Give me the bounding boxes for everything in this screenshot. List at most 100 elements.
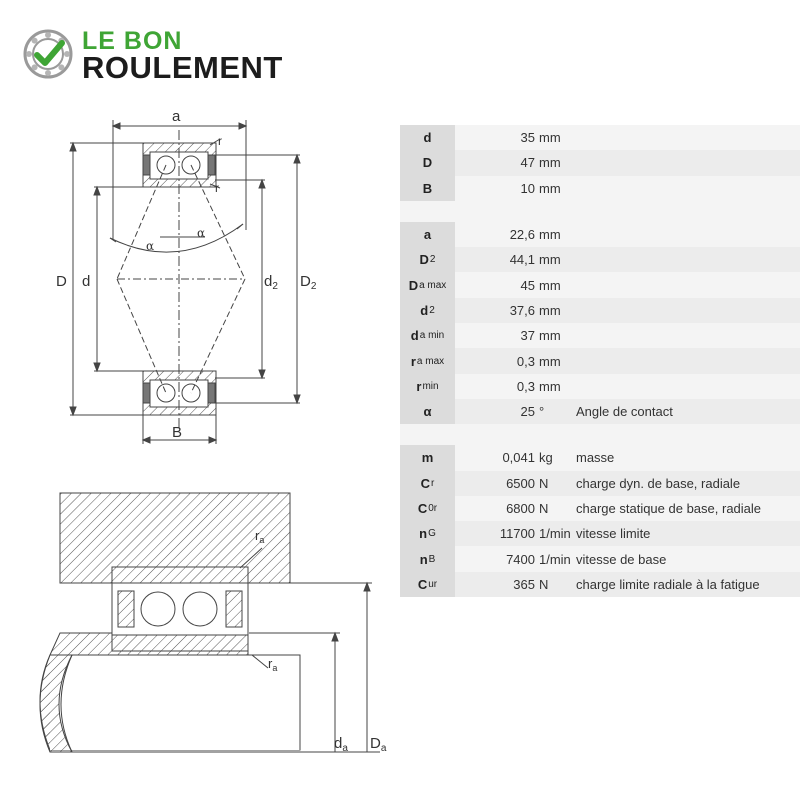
spec-unit: N <box>539 475 549 491</box>
label-alpha-left: α <box>146 239 154 253</box>
spec-unit: mm <box>539 155 561 171</box>
brand-logo[interactable]: LE BON ROULEMENT <box>22 24 312 86</box>
table-section-spacer <box>400 424 800 446</box>
label-ra-bottom: ra <box>268 656 277 673</box>
brand-name-line2: ROULEMENT <box>82 50 283 85</box>
spec-description: vitesse de base <box>576 551 667 567</box>
spec-description: charge statique de base, radiale <box>576 501 762 516</box>
spec-symbol: α <box>400 398 455 425</box>
ball <box>140 591 176 627</box>
spec-description: masse <box>576 450 615 466</box>
spec-value: 6500 <box>506 475 535 491</box>
spec-unit: mm <box>539 252 561 268</box>
spec-value: 11700 <box>499 526 535 542</box>
brand-name-line1: LE BON <box>82 27 183 55</box>
spec-value: 37 <box>520 328 535 344</box>
spec-unit: mm <box>539 378 561 394</box>
label-d2: d2 <box>264 273 278 292</box>
spec-description: vitesse limite <box>576 526 651 542</box>
spec-unit: mm <box>539 328 561 344</box>
ball <box>182 591 218 627</box>
spec-description: charge dyn. de base, radiale <box>576 475 741 491</box>
spec-unit: ° <box>539 404 545 420</box>
spec-unit: mm <box>539 302 561 318</box>
label-a: a <box>172 108 181 125</box>
spec-unit: N <box>539 576 549 592</box>
spec-symbol: d <box>400 125 455 151</box>
spec-value: 22,6 <box>509 227 535 243</box>
spec-unit: N <box>539 501 549 516</box>
table-row: α 25° Angle de contact <box>400 398 800 425</box>
label-Da: Da <box>370 735 387 754</box>
label-da: da <box>334 735 348 754</box>
label-d: d <box>82 273 90 290</box>
spec-value: 7400 <box>506 551 535 567</box>
spec-value: 0,041 <box>502 450 535 466</box>
label-r-top: r <box>218 134 222 148</box>
spec-symbol: D <box>400 150 455 176</box>
label-r-mid: r <box>215 181 219 195</box>
spec-value: 0,3 <box>516 353 535 369</box>
table-section-spacer <box>400 200 800 222</box>
spec-unit: mm <box>539 353 561 369</box>
bearing-technical-drawing: a D d d2 D2 B r r α α ra ra da Da <box>39 108 387 754</box>
spec-value: 6800 <box>506 501 535 516</box>
spec-value: 44,1 <box>509 252 535 268</box>
label-D: D <box>56 273 67 290</box>
label-ra-top: ra <box>255 528 264 545</box>
spec-symbol: B <box>400 175 455 201</box>
spec-description: charge limite radiale à la fatigue <box>576 576 760 592</box>
spec-unit: mm <box>539 180 561 196</box>
spec-value: 0,3 <box>516 378 535 394</box>
spec-value: 45 <box>520 277 535 293</box>
spec-symbol: m <box>400 445 455 471</box>
spec-value: 37,6 <box>509 302 535 318</box>
spec-value: 25 <box>520 404 535 420</box>
spec-unit: 1/min <box>539 526 571 542</box>
label-B: B <box>172 424 182 441</box>
spec-value: 35 <box>520 130 535 146</box>
spec-value: 365 <box>513 576 535 592</box>
label-D2: D2 <box>300 273 317 292</box>
spec-unit: mm <box>539 277 561 293</box>
spec-description: Angle de contact <box>576 404 673 420</box>
spec-unit: 1/min <box>539 551 571 567</box>
spec-value: 10 <box>520 180 535 196</box>
label-alpha-right: α <box>197 226 205 240</box>
spec-symbol: a <box>400 221 455 248</box>
bearing-check-icon <box>23 29 73 79</box>
spec-unit: kg <box>539 450 553 466</box>
ball <box>156 383 176 403</box>
spec-unit: mm <box>539 227 561 243</box>
spec-unit: mm <box>539 130 561 146</box>
spec-value: 47 <box>520 155 535 171</box>
